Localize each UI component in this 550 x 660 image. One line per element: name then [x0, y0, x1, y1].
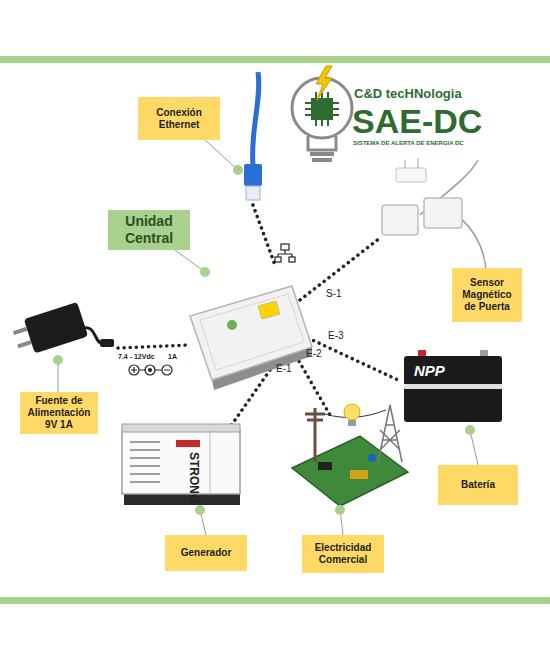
dotted-wire: [253, 205, 275, 265]
light-bulb-base: [348, 420, 356, 426]
port-label: E-1: [276, 363, 292, 375]
top-band: [0, 56, 550, 63]
leader-line: [205, 140, 238, 170]
logo-lightning: [316, 66, 332, 100]
central-unit-body: [190, 286, 312, 380]
callout-box: Generador: [165, 535, 247, 571]
ethernet-connector: [246, 186, 260, 200]
utility-pole: [305, 408, 325, 462]
adapter-plug: [100, 339, 114, 347]
logo-title: SAE-DC: [352, 102, 482, 141]
logo-subtitle: SISTEMA DE ALERTA DE ENERGIA DC: [353, 140, 464, 147]
leader-line: [175, 250, 205, 272]
node-text: Generador: [181, 547, 232, 559]
node-text: Sensor Magnético de Puerta: [456, 277, 518, 313]
dotted-wire: [118, 345, 188, 348]
central-unit-logo: [227, 320, 237, 330]
bottom-band: [0, 597, 550, 604]
port-label: E-2: [306, 348, 322, 360]
port-label: S-1: [326, 288, 342, 300]
network-symbol: [275, 244, 295, 262]
dotted-wire: [296, 356, 330, 415]
generator-badge: [176, 440, 200, 447]
leader-dot: [335, 505, 345, 515]
title-box: Unidad Central: [108, 210, 190, 250]
logo-bulb-neck: [308, 136, 336, 150]
network-symbol-part: [289, 257, 295, 262]
leader-line: [470, 430, 478, 465]
leader-dots: [53, 165, 491, 515]
leader-dot: [465, 425, 475, 435]
generator-base: [124, 494, 240, 505]
dotted-wire: [300, 238, 380, 300]
battery-stripe: [404, 384, 502, 389]
battery-terminal: [418, 350, 426, 356]
generator-brand: STRONG: [187, 452, 201, 503]
polarity-part: [145, 365, 155, 375]
power-tower: [378, 405, 402, 462]
sensor-photo: [396, 168, 426, 182]
leader-lines: [58, 140, 486, 535]
generator-louvers: [130, 442, 160, 482]
adapter-body: [24, 302, 88, 354]
central-unit-sticker: [258, 301, 280, 319]
current-label: 1A: [168, 353, 177, 361]
callout-box: Sensor Magnético de Puerta: [452, 268, 522, 322]
leader-dot: [200, 267, 210, 277]
logo-brand: C&D tecHNologia: [354, 86, 462, 101]
adapter-prong: [13, 327, 28, 335]
electricity-board: [292, 436, 408, 506]
voltage-label: 7.4 - 12Vdc: [118, 353, 155, 361]
logo-chip: [311, 98, 333, 120]
network-symbol-part: [275, 257, 281, 262]
board-component: [368, 454, 376, 462]
sensor-photo-wire: [405, 158, 418, 168]
adapter-cable: [80, 328, 102, 343]
callout-box: Electricidad Comercial: [302, 535, 384, 573]
polarity-part: [162, 365, 172, 375]
callout-box: Batería: [438, 465, 518, 505]
leader-dot: [233, 165, 243, 175]
node-text: Fuente de Alimentación 9V 1A: [24, 395, 94, 431]
leader-dot: [195, 505, 205, 515]
battery-body: [404, 356, 502, 422]
logo-bulb-base: [310, 152, 334, 156]
sensor-magnet: [382, 205, 418, 235]
logo-chip-pins: [305, 92, 339, 126]
generator-panel-edge: [210, 430, 211, 494]
node-text: Unidad Central: [112, 213, 186, 247]
sensor-switch: [424, 198, 462, 228]
callout-box: Conexión Ethernet: [138, 97, 220, 140]
central-unit-lid: [200, 294, 304, 370]
leader-dot: [53, 355, 63, 365]
power-adapter: [10, 302, 88, 358]
node-text: Batería: [461, 479, 495, 491]
generator-roof: [122, 424, 240, 432]
network-symbol-part: [281, 244, 289, 250]
adapter-prong: [17, 340, 32, 348]
node-text: Electricidad Comercial: [306, 542, 380, 566]
light-bulb: [344, 404, 360, 420]
board-component: [350, 470, 368, 479]
polarity-part: [148, 368, 152, 372]
ethernet-plug: [244, 164, 262, 186]
generator-body: [122, 430, 240, 494]
polarity-symbol: [129, 365, 172, 375]
node-text: Conexión Ethernet: [142, 107, 216, 131]
callout-box: Fuente de Alimentación 9V 1A: [20, 392, 98, 434]
logo-bulb-base: [312, 158, 332, 162]
battery-brand: NPP: [414, 362, 445, 379]
battery-terminal: [480, 350, 488, 356]
port-label: E-3: [328, 330, 344, 342]
network-symbol-part: [278, 250, 292, 257]
polarity-part: [131, 367, 170, 373]
ethernet-cable: [253, 72, 259, 166]
board-chip: [318, 462, 332, 470]
